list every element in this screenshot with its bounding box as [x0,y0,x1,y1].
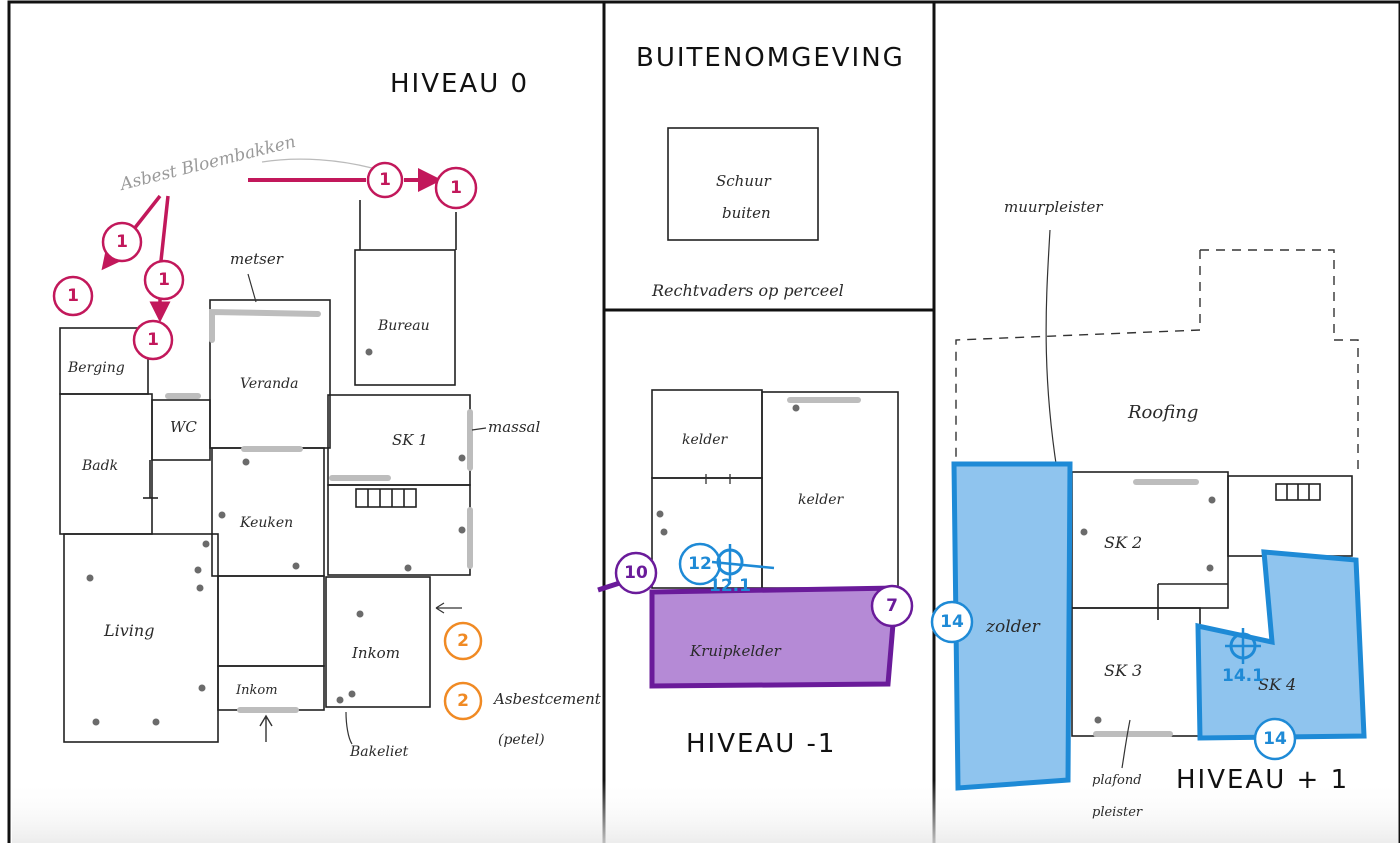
badge-1-c[interactable]: 1 [101,221,143,263]
label-sk4: SK 4 [1258,675,1296,694]
svg-text:7: 7 [886,596,898,616]
room-veranda [209,299,331,449]
note-muurpleister: muurpleister [1004,198,1103,216]
label-shed-line2: buiten [722,204,771,222]
level-1-panel: muurpleister Roofing SK 2 SK 3 zolder SK… [930,198,1367,820]
badge-14-b[interactable]: 14 [1253,717,1297,761]
room-hall [327,484,471,576]
label-12-1: 12.1 [709,576,751,596]
room-sk2 [1071,471,1229,609]
label-veranda: Veranda [240,376,298,392]
badge-1-d[interactable]: 1 [143,259,185,301]
svg-text:12: 12 [688,554,712,574]
badge-7[interactable]: 7 [870,584,914,628]
note-pleister: pleister [1092,805,1143,820]
svg-text:1: 1 [379,170,391,190]
svg-text:2: 2 [457,631,469,651]
badge-1-b[interactable]: 1 [434,166,478,210]
badge-2-b[interactable]: 2 [443,681,483,721]
note-bakeliet: Bakeliet [349,744,409,760]
sample-dots-level0 [86,348,466,726]
label-inkom: Inkom [235,683,278,698]
target-14-1-icon[interactable] [1225,628,1261,664]
label-14-1: 14.1 [1222,666,1264,686]
room-sk4-frame [1227,475,1353,557]
room-bureau [354,249,456,386]
target-12-1-icon[interactable] [711,544,775,580]
label-keuken: Keuken [239,515,293,531]
note-massal: massal [488,418,541,436]
label-sk2: SK 2 [1104,533,1142,552]
note-asbestcement-sub: (petel) [498,732,545,748]
room-kelder-2 [761,391,899,589]
label-shed-line1: Schuur [716,172,772,190]
svg-text:1: 1 [67,286,79,306]
crawlspace-highlight [649,585,899,689]
label-living: Living [103,621,154,640]
bottom-shade [12,780,1398,843]
sheet-frame [7,0,1400,843]
level-1-title: HIVEAU + 1 [1176,765,1349,795]
label-roofing: Roofing [1127,402,1198,423]
note-outdoor: Rechtvaders op perceel [651,281,844,300]
room-keuken [211,447,325,577]
badge-14-a[interactable]: 14 [930,600,974,644]
label-inkom-2: Inkom [351,644,400,662]
level-minus1-title: HIVEAU -1 [686,729,836,759]
sk4-highlight [1195,549,1367,741]
note-asbest-bloembakken: Asbest Bloembakken [116,132,297,195]
note-plafond: plafond [1092,773,1142,788]
room-inkom-2 [325,576,431,708]
note-metser: metser [230,250,284,268]
level-0-title: HIVEAU 0 [390,69,529,99]
note-asbest-line [261,158,373,169]
room-kelder-3 [651,477,763,589]
svg-text:1: 1 [450,178,462,198]
badge-1-f[interactable]: 1 [132,319,174,361]
entrance-arrow [259,714,273,742]
label-kruipkelder: Kruipkelder [689,642,782,660]
radiator-level1 [1275,483,1321,501]
label-bureau: Bureau [377,318,430,334]
metser-marking [209,308,321,343]
label-berging: Berging [67,360,125,376]
label-kelder-1: kelder [682,432,728,448]
svg-text:1: 1 [147,330,159,350]
badge-2-a[interactable]: 2 [443,621,483,661]
svg-text:14: 14 [1263,729,1287,749]
level-minus1-panel: kelder kelder Kruipkelder 10 7 12 12.1 H… [597,389,914,759]
svg-text:10: 10 [624,563,648,583]
svg-text:1: 1 [116,232,128,252]
label-sk1: SK 1 [392,431,428,449]
svg-text:1: 1 [158,270,170,290]
badge-1-a[interactable]: 1 [366,161,404,199]
svg-text:14: 14 [940,612,964,632]
label-sk3: SK 3 [1104,661,1142,680]
badge-1-e[interactable]: 1 [52,275,94,317]
zolder-highlight [951,461,1073,791]
roof-outline [955,249,1359,470]
label-kelder-2: kelder [798,492,844,508]
label-wc: WC [170,418,197,436]
svg-text:2: 2 [457,691,469,711]
level-0-panel: HIVEAU 0 [52,69,602,760]
radiator-level0 [355,488,417,508]
label-zolder: zolder [985,617,1041,637]
badge-10[interactable]: 10 [614,551,658,595]
shed-outline [667,127,819,241]
room-inkom-small [217,575,325,667]
outdoor-title: BUITENOMGEVING [636,43,905,73]
outdoor-panel: BUITENOMGEVING Schuur buiten Rechtvaders… [636,43,905,300]
label-badk: Badk [81,458,118,474]
note-asbestcement: Asbestcement [492,690,602,708]
